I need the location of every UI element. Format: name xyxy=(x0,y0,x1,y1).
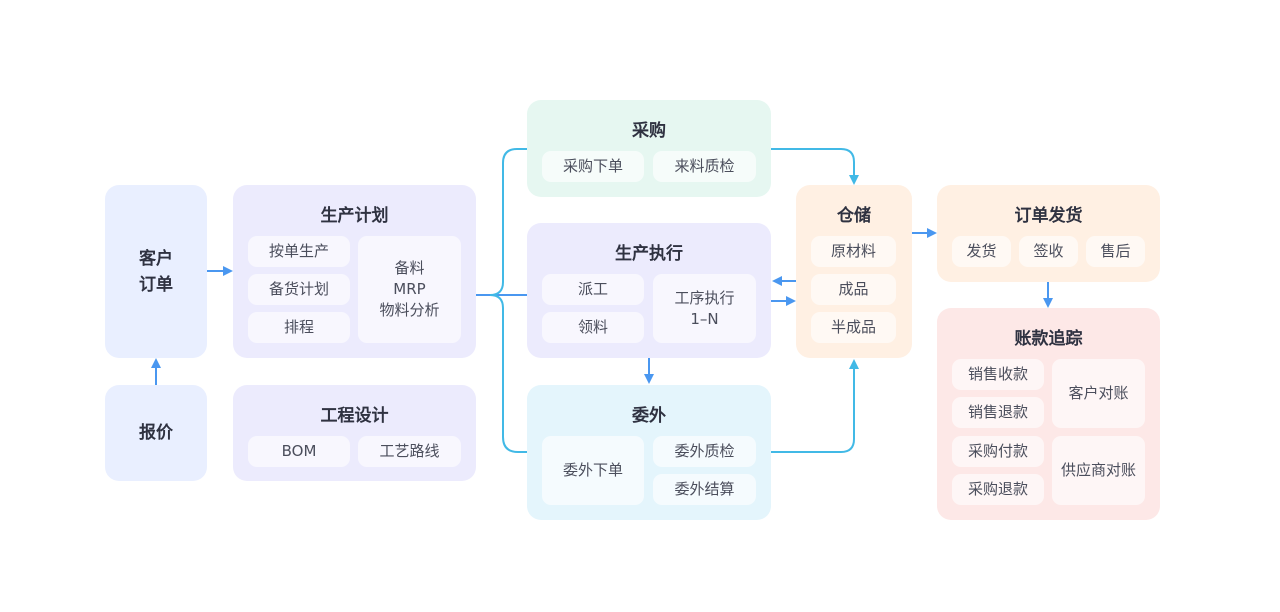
chip-mrp-analysis[interactable]: 备料 MRP 物料分析 xyxy=(358,236,461,343)
chip-finished-goods[interactable]: 成品 xyxy=(811,274,896,305)
warehouse-title: 仓储 xyxy=(837,206,871,226)
mrp-line-1: 备料 xyxy=(394,259,425,277)
purchase-title: 采购 xyxy=(632,121,666,141)
chip-process-exec[interactable]: 工序执行 1–N xyxy=(653,274,756,343)
customer-order-line-1: 客户 xyxy=(139,248,173,269)
accounts-node[interactable]: 账款追踪 销售收款 销售退款 采购付款 采购退款 客户对账 供应商对账 xyxy=(937,308,1160,520)
production-exec-title: 生产执行 xyxy=(615,244,683,264)
chip-process-route[interactable]: 工艺路线 xyxy=(358,436,461,467)
process-exec-line-2: 1–N xyxy=(690,309,719,328)
order-delivery-node[interactable]: 订单发货 发货 签收 售后 xyxy=(937,185,1160,282)
outsourcing-node[interactable]: 委外 委外下单 委外质检 委外结算 xyxy=(527,385,771,520)
chip-purchase-refund[interactable]: 采购退款 xyxy=(952,474,1044,505)
chip-dispatch[interactable]: 派工 xyxy=(542,274,644,305)
order-delivery-title: 订单发货 xyxy=(1014,206,1083,226)
quotation-label: 报价 xyxy=(139,423,173,443)
chip-bom[interactable]: BOM xyxy=(248,436,350,467)
engineering-node[interactable]: 工程设计 BOM 工艺路线 xyxy=(233,385,476,481)
chip-outsource-qc[interactable]: 委外质检 xyxy=(653,436,756,467)
warehouse-node[interactable]: 仓储 原材料 成品 半成品 xyxy=(796,185,912,358)
chip-semi-finished[interactable]: 半成品 xyxy=(811,312,896,343)
production-plan-title: 生产计划 xyxy=(320,206,389,226)
chip-after-sales[interactable]: 售后 xyxy=(1086,236,1145,267)
outsourcing-title: 委外 xyxy=(632,406,666,426)
accounts-title: 账款追踪 xyxy=(1014,329,1083,349)
chip-purchase-order[interactable]: 采购下单 xyxy=(542,151,644,182)
chip-sales-refund[interactable]: 销售退款 xyxy=(952,397,1044,428)
engineering-title: 工程设计 xyxy=(320,406,389,426)
chip-supplier-reconcile[interactable]: 供应商对账 xyxy=(1052,436,1145,505)
chip-scheduling[interactable]: 排程 xyxy=(248,312,350,343)
process-exec-line-1: 工序执行 xyxy=(674,288,735,307)
chip-incoming-qc[interactable]: 来料质检 xyxy=(653,151,756,182)
purchase-node[interactable]: 采购 采购下单 来料质检 xyxy=(527,100,771,197)
arrow-outsource-to-warehouse xyxy=(755,359,859,453)
chip-sign-receipt[interactable]: 签收 xyxy=(1019,236,1078,267)
production-plan-node[interactable]: 生产计划 按单生产 备货计划 排程 备料 MRP 物料分析 xyxy=(233,185,476,358)
branch-plan-to-purchase xyxy=(489,148,527,296)
chip-stock-plan[interactable]: 备货计划 xyxy=(248,274,350,305)
production-exec-node[interactable]: 生产执行 派工 领料 工序执行 1–N xyxy=(527,223,771,358)
quotation-node[interactable]: 报价 xyxy=(105,385,207,481)
customer-order-line-2: 订单 xyxy=(139,274,173,295)
mrp-line-3: 物料分析 xyxy=(379,301,440,319)
customer-order-label: 客户 订单 xyxy=(105,185,207,358)
chip-material-issue[interactable]: 领料 xyxy=(542,312,644,343)
chip-raw-material[interactable]: 原材料 xyxy=(811,236,896,267)
chip-ship[interactable]: 发货 xyxy=(952,236,1011,267)
arrow-purchase-to-warehouse xyxy=(771,148,859,185)
mrp-line-2: MRP xyxy=(393,280,426,298)
branch-plan-to-outsource xyxy=(489,294,527,453)
chip-outsource-settlement[interactable]: 委外结算 xyxy=(653,474,756,505)
chip-sales-receipt[interactable]: 销售收款 xyxy=(952,359,1044,390)
chip-outsource-order[interactable]: 委外下单 xyxy=(542,436,644,505)
customer-order-node[interactable]: 客户 订单 xyxy=(105,185,207,358)
chip-purchase-payment[interactable]: 采购付款 xyxy=(952,436,1044,467)
chip-make-to-order[interactable]: 按单生产 xyxy=(248,236,350,267)
chip-customer-reconcile[interactable]: 客户对账 xyxy=(1052,359,1145,428)
